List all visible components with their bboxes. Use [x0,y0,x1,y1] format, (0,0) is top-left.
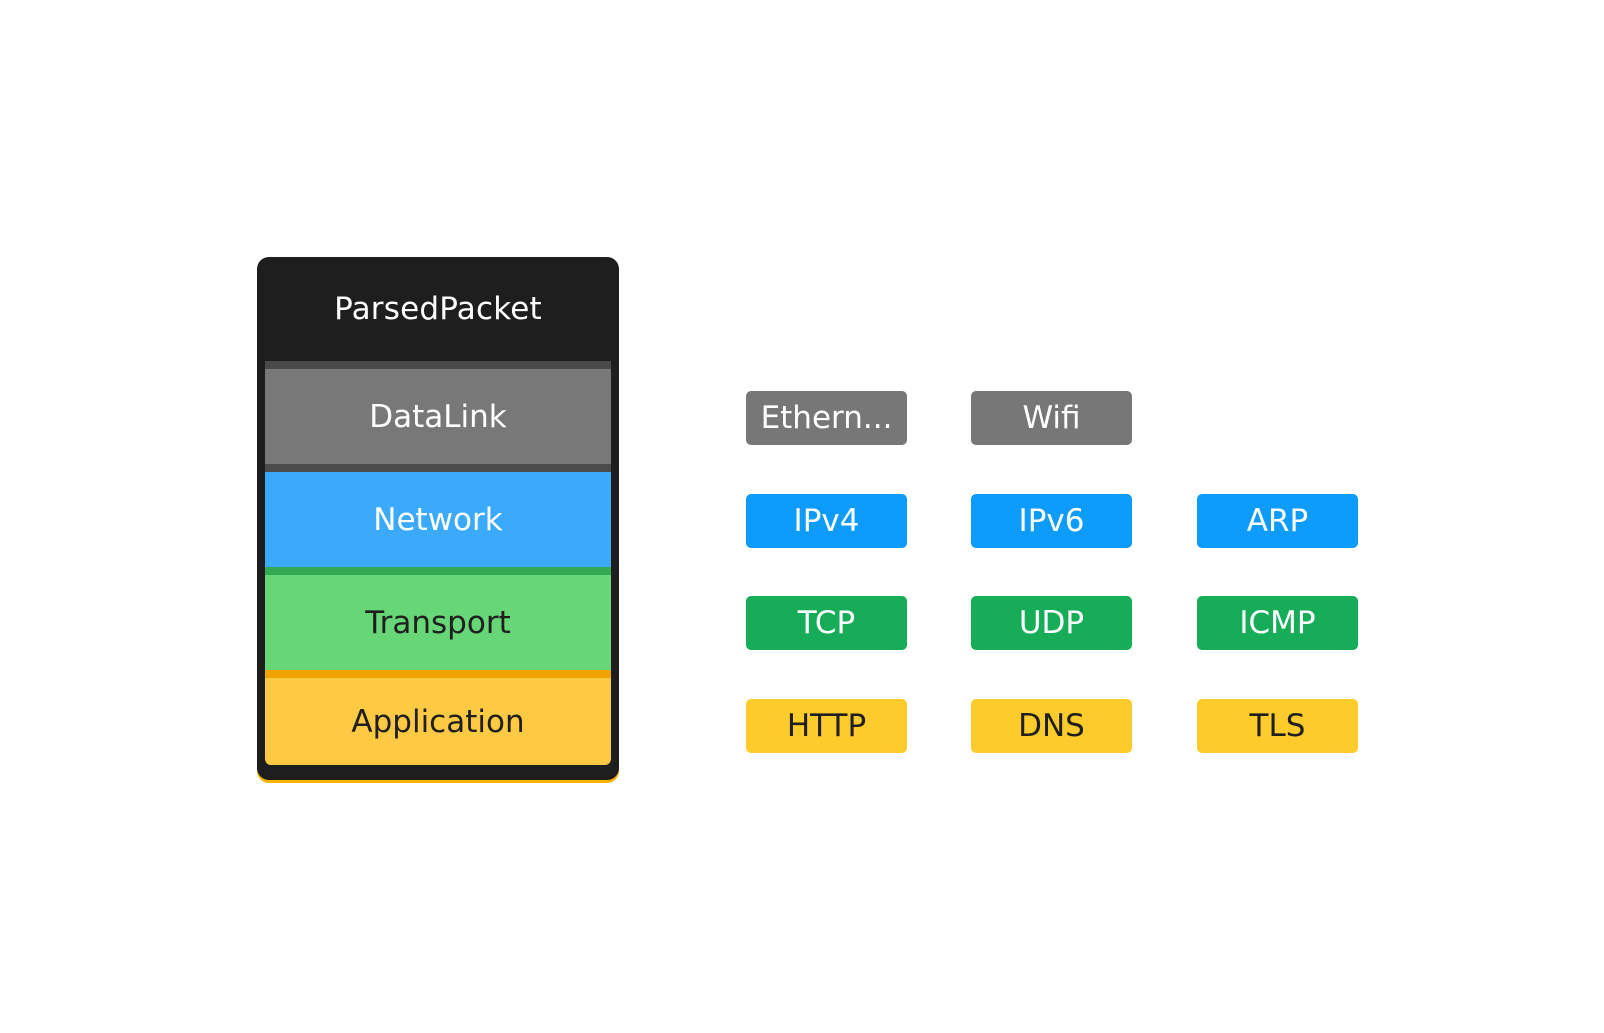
protocol-ipv4: IPv4 [746,494,907,548]
protocol-dns: DNS [971,699,1132,753]
protocol-wifi: Wifi [971,391,1132,445]
protocol-ipv6: IPv6 [971,494,1132,548]
protocol-icmp: ICMP [1197,596,1358,650]
layer-application: Application [265,670,611,765]
layer-datalink: DataLink [265,361,611,464]
parsed-packet-stack: ParsedPacket DataLink Network Transport … [257,257,619,780]
layer-network: Network [265,464,611,567]
protocol-http: HTTP [746,699,907,753]
protocol-arp: ARP [1197,494,1358,548]
protocol-ethernet: Ethern... [746,391,907,445]
protocol-tcp: TCP [746,596,907,650]
protocol-udp: UDP [971,596,1132,650]
protocol-tls: TLS [1197,699,1358,753]
layer-transport: Transport [265,567,611,670]
packet-title: ParsedPacket [334,291,542,327]
